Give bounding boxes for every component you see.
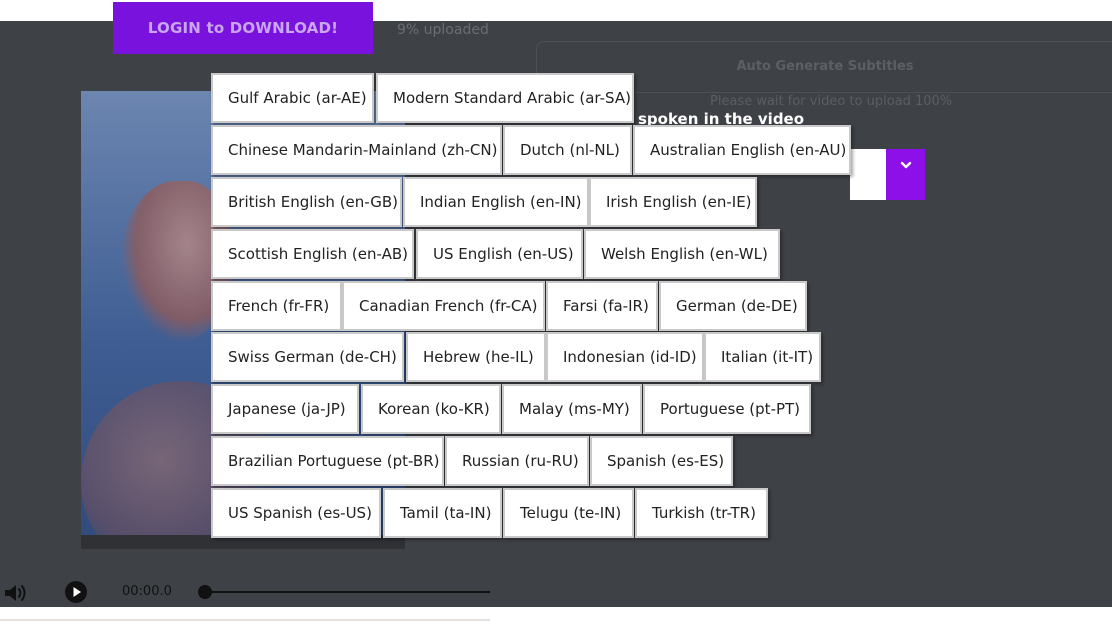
language-option[interactable]: Tamil (ta-IN) (383, 488, 502, 538)
language-option[interactable]: Indian English (en-IN) (403, 177, 589, 227)
language-option[interactable]: French (fr-FR) (211, 281, 342, 331)
auto-generate-subtitles-button[interactable]: Auto Generate Subtitles (736, 59, 914, 74)
language-option[interactable]: Scottish English (en-AB) (211, 229, 414, 279)
language-option[interactable]: Italian (it-IT) (704, 332, 821, 382)
language-option[interactable]: Portuguese (pt-PT) (643, 384, 811, 434)
language-option[interactable]: Modern Standard Arabic (ar-SA) (376, 73, 634, 123)
language-option[interactable]: Telugu (te-IN) (503, 488, 634, 538)
language-option[interactable]: German (de-DE) (659, 281, 807, 331)
seek-handle[interactable] (198, 585, 212, 599)
language-option[interactable]: Irish English (en-IE) (589, 177, 757, 227)
subtitle-panel: Auto Generate Subtitles (536, 41, 1112, 93)
language-option[interactable]: Dutch (nl-NL) (503, 125, 632, 175)
language-select-toggle[interactable] (886, 149, 925, 200)
language-option[interactable]: Spanish (es-ES) (590, 436, 733, 486)
language-option[interactable]: Chinese Mandarin-Mainland (zh-CN) (211, 125, 502, 175)
seek-bar[interactable] (205, 591, 490, 593)
play-icon[interactable] (64, 580, 88, 608)
language-option[interactable]: Gulf Arabic (ar-AE) (211, 73, 374, 123)
volume-icon[interactable] (3, 582, 29, 608)
player-controls: 00:00.0 (0, 572, 500, 612)
language-option[interactable]: Malay (ms-MY) (502, 384, 642, 434)
language-option[interactable]: Welsh English (en-WL) (584, 229, 780, 279)
language-select[interactable] (850, 149, 886, 200)
playback-time: 00:00.0 (122, 584, 172, 599)
language-option[interactable]: Hebrew (he-IL) (406, 332, 546, 382)
language-option[interactable]: Russian (ru-RU) (445, 436, 589, 486)
language-option[interactable]: Korean (ko-KR) (361, 384, 501, 434)
bottom-strip (0, 607, 1112, 639)
upload-status: 9% uploaded (397, 22, 489, 38)
language-option[interactable]: Swiss German (de-CH) (211, 332, 404, 382)
language-option[interactable]: Australian English (en-AU) (633, 125, 851, 175)
language-option[interactable]: US Spanish (es-US) (211, 488, 381, 538)
bottom-divider (0, 619, 490, 621)
upload-wait-note: Please wait for video to upload 100% (710, 94, 953, 109)
language-spoken-label: spoken in the video (638, 110, 805, 128)
language-option[interactable]: Brazilian Portuguese (pt-BR) (211, 436, 444, 486)
language-option[interactable]: Indonesian (id-ID) (546, 332, 704, 382)
language-option[interactable]: British English (en-GB) (211, 177, 402, 227)
language-option[interactable]: Farsi (fa-IR) (546, 281, 658, 331)
language-option[interactable]: Turkish (tr-TR) (635, 488, 768, 538)
video-preview-bar (81, 535, 405, 549)
login-to-download-button[interactable]: LOGIN to DOWNLOAD! (113, 2, 373, 54)
language-option[interactable]: Japanese (ja-JP) (211, 384, 359, 434)
chevron-down-icon (900, 161, 911, 169)
language-option[interactable]: Canadian French (fr-CA) (342, 281, 545, 331)
language-option[interactable]: US English (en-US) (416, 229, 583, 279)
